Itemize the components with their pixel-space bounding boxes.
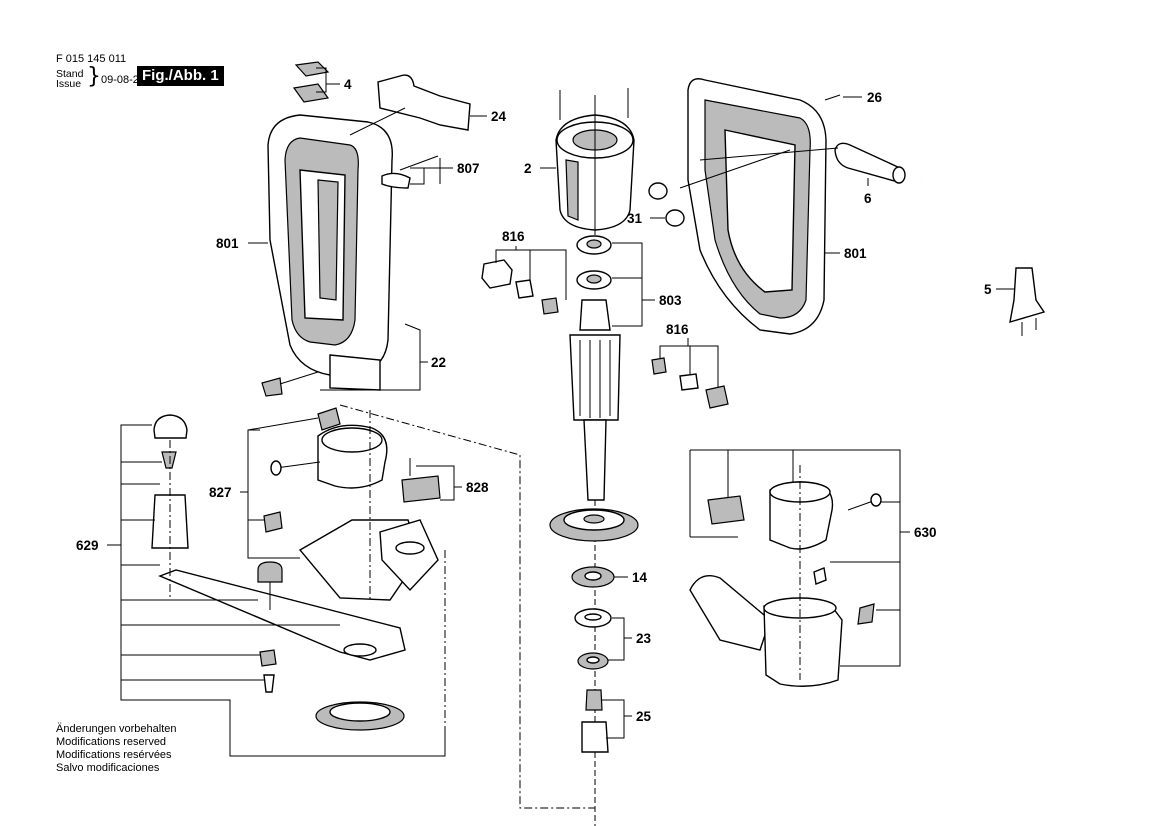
document-number: F 015 145 011 bbox=[56, 53, 127, 65]
circle-guide-wheel[interactable] bbox=[315, 701, 405, 731]
pivot-pin[interactable] bbox=[259, 649, 277, 693]
fastener-22[interactable] bbox=[261, 371, 319, 397]
dust-clamp-upper[interactable] bbox=[707, 481, 834, 550]
label-801-right: 801 bbox=[844, 246, 867, 261]
label-23: 23 bbox=[636, 631, 652, 646]
label-630: 630 bbox=[914, 525, 937, 540]
housing-half-left[interactable] bbox=[267, 114, 393, 391]
screw-827[interactable] bbox=[263, 460, 321, 533]
label-827: 827 bbox=[209, 485, 232, 500]
housing-half-right[interactable] bbox=[687, 78, 827, 335]
center-lines bbox=[169, 404, 801, 809]
router-base-frame[interactable] bbox=[298, 519, 439, 601]
stand-issue-label: Stand Issue bbox=[56, 68, 84, 90]
bearing-14[interactable] bbox=[571, 566, 615, 588]
label-629: 629 bbox=[76, 538, 99, 553]
clamp-ring[interactable] bbox=[317, 424, 388, 489]
notice-line-es: Salvo modificaciones bbox=[56, 762, 160, 774]
circle-guide-bar[interactable] bbox=[158, 561, 406, 661]
dust-hood-lower[interactable] bbox=[689, 575, 875, 687]
leader-lines bbox=[107, 67, 1014, 757]
armature-rotor[interactable] bbox=[569, 299, 621, 826]
lever-828[interactable] bbox=[401, 458, 441, 503]
brush-holder-set-top[interactable] bbox=[481, 259, 559, 315]
fan-gear[interactable] bbox=[549, 508, 639, 542]
label-22: 22 bbox=[431, 355, 446, 370]
label-31: 31 bbox=[627, 211, 643, 226]
label-803: 803 bbox=[659, 293, 682, 308]
stand-label: Stand bbox=[56, 68, 84, 80]
label-816-top: 816 bbox=[502, 229, 525, 244]
knob-629[interactable] bbox=[151, 414, 189, 549]
collet-nut-25[interactable] bbox=[581, 689, 609, 753]
bearing-upper[interactable] bbox=[576, 235, 612, 255]
notice-line-fr: Modifications resérvées bbox=[56, 749, 172, 761]
label-816-mid: 816 bbox=[666, 322, 689, 337]
screw-26[interactable] bbox=[824, 94, 841, 101]
brush-caps[interactable] bbox=[648, 182, 685, 227]
label-25: 25 bbox=[636, 709, 652, 724]
notice-line-de: Änderungen vorbehalten bbox=[56, 723, 177, 735]
modifications-notice: Änderungen vorbehalten Modifications res… bbox=[56, 723, 176, 775]
bearing-lower[interactable] bbox=[576, 270, 612, 290]
label-6: 6 bbox=[864, 191, 872, 206]
label-14: 14 bbox=[632, 570, 648, 585]
motor-field-coil[interactable] bbox=[555, 88, 635, 235]
label-801-left: 801 bbox=[216, 236, 239, 251]
screw-807[interactable] bbox=[381, 155, 439, 189]
screw-630[interactable] bbox=[813, 493, 882, 585]
label-24: 24 bbox=[491, 109, 507, 124]
brush-holder-set-mid[interactable] bbox=[651, 357, 729, 409]
washer-23[interactable] bbox=[574, 608, 612, 670]
part-labels: 4 24 807 801 22 2 816 803 816 26 6 31 80… bbox=[76, 77, 992, 724]
label-5: 5 bbox=[984, 282, 992, 297]
issue-date: 09-08-21 bbox=[101, 74, 146, 86]
label-2: 2 bbox=[524, 161, 532, 176]
cable-sleeve[interactable] bbox=[834, 142, 906, 184]
mounting-bracket[interactable] bbox=[377, 74, 471, 131]
plate-827-top[interactable] bbox=[317, 407, 341, 431]
figure-label: Fig./Abb. 1 bbox=[137, 66, 224, 86]
switch-buttons[interactable] bbox=[292, 61, 330, 103]
power-cable-plug[interactable] bbox=[921, 175, 1046, 336]
issue-label: Issue bbox=[56, 78, 82, 90]
label-807: 807 bbox=[457, 161, 480, 176]
brace-symbol: } bbox=[87, 64, 101, 89]
label-26: 26 bbox=[867, 90, 883, 105]
label-828: 828 bbox=[466, 480, 489, 495]
label-4: 4 bbox=[344, 77, 352, 92]
notice-line-en: Modifications reserved bbox=[56, 736, 167, 748]
